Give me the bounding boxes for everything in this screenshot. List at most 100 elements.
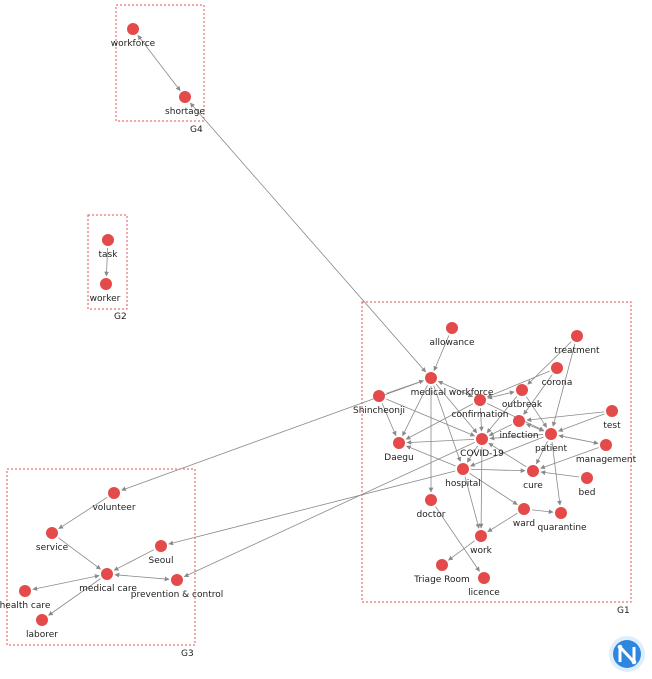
node-label-patient: patient bbox=[535, 444, 567, 454]
edge-covid19-to-prevention-control bbox=[183, 441, 475, 578]
node-cure[interactable] bbox=[527, 465, 539, 477]
node-label-seoul: Seoul bbox=[149, 556, 174, 566]
node-confirmation[interactable] bbox=[474, 394, 486, 406]
node-bed[interactable] bbox=[581, 472, 593, 484]
node-prevention-control[interactable] bbox=[171, 574, 183, 586]
node-label-management: management bbox=[576, 455, 637, 465]
node-label-doctor: doctor bbox=[417, 510, 446, 520]
node-label-ward: ward bbox=[513, 519, 535, 529]
edge-confirmation-to-covid19 bbox=[478, 407, 484, 432]
node-shortage[interactable] bbox=[179, 91, 191, 103]
node-label-medical-workforce: medical workforce bbox=[411, 388, 494, 398]
node-label-medical-care: medical care bbox=[79, 584, 137, 594]
node-treatment[interactable] bbox=[571, 330, 583, 342]
edge-medical-workforce-to-daegu bbox=[402, 385, 428, 437]
edge-treatment-to-patient bbox=[551, 343, 576, 427]
node-label-covid19: COVID-19 bbox=[460, 449, 504, 459]
edge-shortage-to-medical-workforce bbox=[189, 102, 427, 373]
edge-management-to-cure bbox=[540, 447, 599, 470]
node-management[interactable] bbox=[600, 439, 612, 451]
node-label-shincheonji: Shincheonji bbox=[353, 406, 405, 416]
edge-patient-to-hospital bbox=[469, 436, 544, 467]
node-label-outbreak: outbreak bbox=[502, 400, 543, 410]
edge-corona-to-infection bbox=[523, 374, 553, 415]
node-label-licence: licence bbox=[468, 588, 500, 598]
node-ward[interactable] bbox=[518, 503, 530, 515]
node-daegu[interactable] bbox=[393, 437, 405, 449]
node-label-quarantine: quarantine bbox=[537, 523, 587, 533]
edge-test-to-infection bbox=[526, 411, 605, 423]
edge-covid19-to-daegu bbox=[406, 438, 475, 445]
node-health-care[interactable] bbox=[19, 585, 31, 597]
node-infection[interactable] bbox=[513, 415, 525, 427]
node-label-shortage: shortage bbox=[165, 107, 205, 117]
edge-hospital-to-daegu bbox=[405, 445, 456, 467]
node-service[interactable] bbox=[46, 527, 58, 539]
node-label-health-care: health care bbox=[0, 601, 51, 611]
edge-medical-workforce-to-hospital bbox=[433, 385, 462, 462]
nodes-layer: workforceshortagetaskworkerallowancetrea… bbox=[0, 23, 637, 640]
node-label-corona: corona bbox=[542, 378, 573, 388]
edge-shincheonji-to-daegu bbox=[381, 403, 397, 437]
edges-layer bbox=[32, 34, 605, 616]
edge-covid19-to-hospital bbox=[466, 445, 479, 463]
edge-doctor-to-licence bbox=[435, 506, 480, 572]
node-label-worker: worker bbox=[90, 294, 121, 304]
node-label-test: test bbox=[603, 421, 621, 431]
node-label-allowance: allowance bbox=[429, 338, 475, 348]
node-label-hospital: hospital bbox=[445, 479, 481, 489]
node-patient[interactable] bbox=[545, 428, 557, 440]
edge-work-to-triage-room bbox=[448, 540, 475, 561]
edge-cure-to-covid19 bbox=[488, 442, 527, 468]
group-label-g1: G1 bbox=[617, 606, 630, 616]
edge-hospital-to-cure bbox=[470, 468, 526, 474]
node-work[interactable] bbox=[475, 530, 487, 542]
node-label-daegu: Daegu bbox=[384, 453, 413, 463]
node-label-confirmation: confirmation bbox=[452, 410, 509, 420]
node-quarantine[interactable] bbox=[555, 507, 567, 519]
node-allowance[interactable] bbox=[446, 322, 458, 334]
node-shincheonji[interactable] bbox=[373, 390, 385, 402]
edge-medical-workforce-to-confirmation bbox=[437, 380, 474, 398]
group-box-g3 bbox=[6, 468, 196, 646]
edge-patient-to-quarantine bbox=[551, 441, 562, 506]
edge-patient-to-covid19 bbox=[489, 434, 544, 441]
node-covid19[interactable] bbox=[476, 433, 488, 445]
edge-task-to-worker bbox=[104, 247, 109, 277]
edge-infection-to-patient bbox=[525, 423, 545, 432]
edge-hospital-to-ward bbox=[469, 473, 518, 505]
group-box-g1 bbox=[361, 301, 632, 603]
node-label-volunteer: volunteer bbox=[92, 503, 135, 513]
node-corona[interactable] bbox=[551, 362, 563, 374]
node-hospital[interactable] bbox=[457, 463, 469, 475]
edge-shincheonji-to-covid19 bbox=[386, 398, 476, 437]
group-label-g3: G3 bbox=[181, 649, 194, 659]
node-label-service: service bbox=[36, 543, 69, 553]
edge-ward-to-quarantine bbox=[531, 509, 554, 515]
node-test[interactable] bbox=[606, 405, 618, 417]
edge-outbreak-to-patient bbox=[526, 396, 547, 428]
edge-hospital-to-work bbox=[464, 476, 481, 529]
node-label-bed: bed bbox=[579, 488, 596, 498]
node-licence[interactable] bbox=[478, 572, 490, 584]
edge-test-to-patient bbox=[558, 413, 605, 432]
node-medical-care[interactable] bbox=[101, 568, 113, 580]
group-box-g2 bbox=[87, 214, 128, 310]
node-medical-workforce[interactable] bbox=[425, 372, 437, 384]
edge-ward-to-work bbox=[487, 512, 518, 533]
node-seoul[interactable] bbox=[155, 540, 167, 552]
edge-seoul-to-medical-care bbox=[113, 549, 155, 571]
edge-medical-care-to-health-care bbox=[32, 574, 100, 591]
edge-bed-to-cure bbox=[540, 470, 580, 478]
node-laborer[interactable] bbox=[36, 614, 48, 626]
node-task[interactable] bbox=[102, 234, 114, 246]
node-outbreak[interactable] bbox=[516, 384, 528, 396]
node-worker[interactable] bbox=[100, 278, 112, 290]
network-logo-icon bbox=[608, 635, 646, 673]
node-workforce[interactable] bbox=[127, 23, 139, 35]
node-triage-room[interactable] bbox=[436, 559, 448, 571]
node-doctor[interactable] bbox=[425, 494, 437, 506]
node-volunteer[interactable] bbox=[108, 487, 120, 499]
node-label-cure: cure bbox=[523, 481, 543, 491]
